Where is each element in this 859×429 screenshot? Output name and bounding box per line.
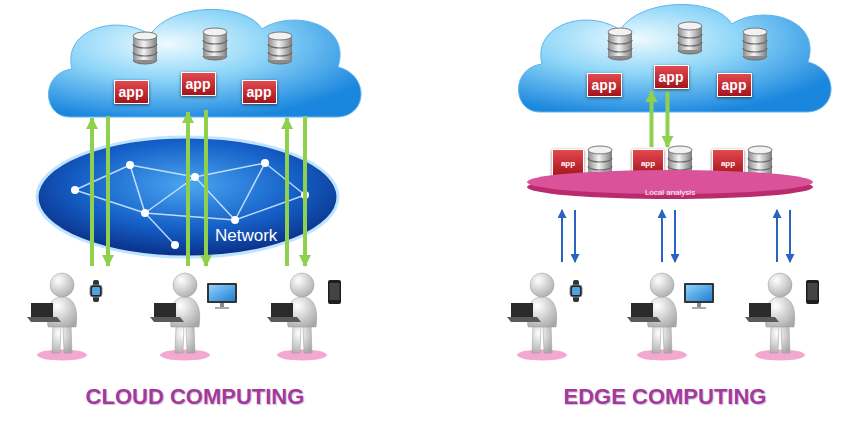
up-arrow	[661, 210, 663, 262]
app-box: app	[114, 80, 149, 104]
database-icon	[608, 28, 632, 60]
smartwatch-icon	[90, 280, 102, 302]
monitor-icon	[684, 283, 714, 309]
user-figure	[27, 273, 87, 361]
up-arrow	[561, 210, 563, 262]
app-box: app	[587, 73, 622, 97]
network-node	[231, 216, 239, 224]
database-icon	[678, 22, 702, 54]
cloud	[49, 9, 362, 117]
smartwatch-icon	[570, 280, 582, 302]
database-icon	[268, 32, 292, 64]
network-line	[75, 165, 130, 190]
up-arrow	[285, 118, 289, 266]
heading-box: CLOUD COMPUTING	[86, 384, 305, 410]
band-label: Local analysis	[645, 188, 695, 197]
down-arrow	[674, 210, 676, 262]
network-node	[191, 173, 199, 181]
down-arrow	[789, 210, 791, 262]
app-label: app	[119, 84, 144, 100]
network-node	[171, 241, 179, 249]
network-node	[261, 159, 269, 167]
network-line	[145, 213, 175, 245]
local-link-arrows	[562, 210, 790, 262]
heading-box: EDGE COMPUTING	[564, 384, 767, 410]
user-figure	[150, 273, 210, 361]
app-label: app	[659, 69, 684, 85]
network-line	[130, 165, 195, 177]
app-label: app	[641, 159, 655, 168]
user-figure	[745, 273, 805, 361]
app-label: app	[247, 84, 272, 100]
panel-heading: CLOUD COMPUTING	[86, 384, 305, 410]
data-flow-arrow	[666, 91, 670, 147]
app-label: app	[592, 77, 617, 93]
app-label: app	[186, 76, 211, 92]
down-arrow	[303, 116, 307, 266]
up-arrow	[90, 118, 94, 266]
database-icon	[133, 32, 157, 64]
network-line	[235, 163, 265, 220]
down-arrow	[106, 116, 110, 266]
up-arrow	[776, 210, 778, 262]
app-box: app	[181, 72, 216, 96]
app-box: app	[717, 73, 752, 97]
cloud	[519, 4, 832, 112]
app-box: app	[242, 80, 277, 104]
app-label: app	[561, 159, 575, 168]
network-label: Network	[215, 226, 277, 246]
phone-icon	[328, 280, 341, 304]
app-box: app	[654, 65, 689, 89]
user-figure	[267, 273, 327, 361]
network-line	[195, 177, 235, 220]
cloud-arrows	[92, 110, 305, 266]
up-arrow	[186, 112, 190, 266]
down-arrow	[204, 110, 208, 266]
user-figure	[627, 273, 687, 361]
database-icon	[743, 28, 767, 60]
app-label: app	[721, 159, 735, 168]
database-icon	[203, 28, 227, 60]
panel-heading: EDGE COMPUTING	[564, 384, 767, 410]
network-node	[126, 161, 134, 169]
local-analysis-band: app app appLocal analysis	[525, 140, 815, 204]
network-line	[130, 165, 145, 213]
network-node	[141, 209, 149, 217]
data-flow-arrow	[650, 91, 654, 147]
monitor-icon	[207, 283, 237, 309]
phone-icon	[806, 280, 819, 304]
down-arrow	[574, 210, 576, 262]
user-figure	[507, 273, 567, 361]
app-label: app	[722, 77, 747, 93]
network-node	[71, 186, 79, 194]
